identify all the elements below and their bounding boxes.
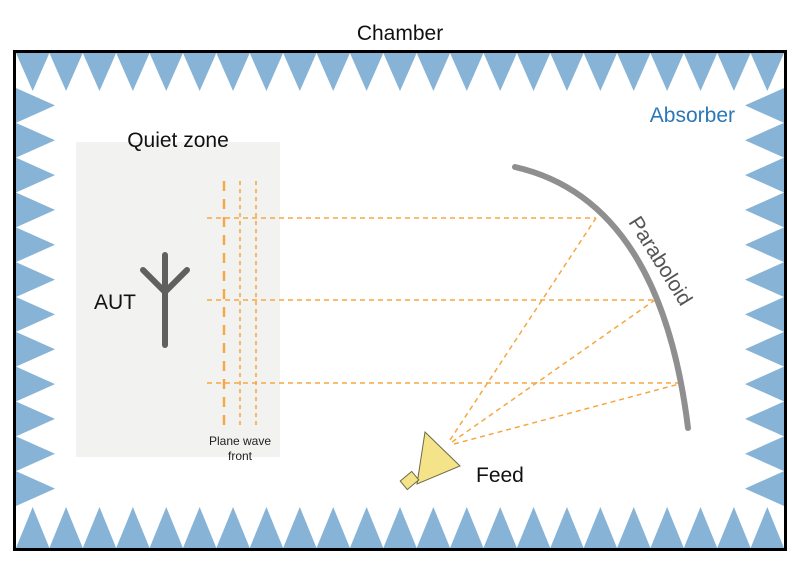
absorber-cone [416, 53, 451, 91]
absorber-cone [16, 366, 55, 402]
absorber-cone [149, 507, 183, 548]
absorber-cone [249, 507, 284, 548]
absorber-cone [450, 53, 484, 91]
plane-wave-front [222, 181, 257, 428]
absorber-cone [745, 192, 784, 228]
absorber-cone [745, 157, 784, 193]
feed-label: Feed [476, 464, 524, 487]
absorber-cone [182, 53, 217, 91]
absorber-cone [745, 88, 784, 123]
quiet-zone-label: Quiet zone [127, 129, 229, 152]
absorber-cone [16, 401, 55, 437]
absorber-cone [349, 53, 384, 91]
absorber-cone [16, 507, 50, 548]
absorber-cone [450, 507, 484, 548]
absorber-cone [683, 53, 718, 91]
absorber-cone [650, 507, 684, 548]
absorber-cone [745, 297, 784, 332]
absorber-top [16, 53, 784, 91]
absorber-cone [82, 53, 117, 91]
absorber-cone [16, 157, 55, 193]
absorber-cone [49, 53, 83, 91]
absorber-cone [750, 53, 784, 91]
absorber-cone [383, 53, 417, 91]
absorber-cone [717, 507, 751, 548]
absorber-cone [16, 436, 55, 472]
absorber-right [745, 88, 784, 506]
absorber-cone [617, 507, 651, 548]
absorber-cone [182, 507, 217, 548]
absorber-cone [16, 122, 55, 158]
absorber-cone [116, 53, 150, 91]
absorber-cone [683, 507, 718, 548]
absorber-cone [16, 297, 55, 332]
absorber-left [16, 88, 55, 506]
absorber-cone [16, 262, 55, 297]
absorber-cone [745, 471, 784, 506]
absorber-cone [750, 507, 784, 548]
rays [207, 217, 684, 445]
absorber-cone [16, 471, 55, 506]
absorber-cone [216, 53, 250, 91]
absorber-cone [745, 366, 784, 402]
absorber-cone [583, 507, 618, 548]
absorber-cone [16, 192, 55, 228]
paraboloid-reflector [512, 164, 691, 431]
absorber-cone [745, 122, 784, 158]
absorber-cone [49, 507, 83, 548]
chamber-label: Chamber [357, 22, 443, 45]
absorber-bottom [16, 507, 784, 548]
absorber-cone [82, 507, 117, 548]
absorber-cone [650, 53, 684, 91]
absorber-cone [149, 53, 183, 91]
absorber-cone [283, 53, 317, 91]
absorber-cone [717, 53, 751, 91]
absorber-cone [745, 331, 784, 367]
absorber-cone [16, 53, 50, 91]
absorber-cone [617, 53, 651, 91]
absorber-cone [16, 88, 55, 123]
plane-wave-label-line2: front [228, 449, 253, 463]
antenna-icon [140, 252, 190, 348]
absorber-cone [483, 507, 517, 548]
plane-wave-label-line1: Plane wave [209, 434, 271, 448]
absorber-label: Absorber [650, 104, 735, 127]
absorber-cone [745, 401, 784, 437]
absorber-cone [416, 507, 451, 548]
absorber-cone [349, 507, 384, 548]
aut-label: AUT [94, 291, 136, 314]
absorber-cone [16, 331, 55, 367]
feed-horn-icon [399, 430, 461, 491]
absorber-cone [283, 507, 317, 548]
absorber-cone [483, 53, 517, 91]
ray-feed-2 [451, 299, 656, 443]
absorber-cone [583, 53, 618, 91]
absorber-cone [550, 507, 584, 548]
paraboloid-label: Paraboloid [624, 212, 697, 309]
absorber-cone [216, 507, 250, 548]
absorber-cone [745, 436, 784, 472]
absorber-cone [516, 507, 551, 548]
ray-feed-3 [453, 382, 684, 445]
absorber-cone [516, 53, 551, 91]
ray-feed-1 [449, 217, 597, 441]
absorber-cone [116, 507, 150, 548]
chamber-wall [13, 50, 787, 551]
absorber-cone [316, 53, 350, 91]
absorber-cone [745, 262, 784, 297]
absorber-cone [249, 53, 284, 91]
absorber-cone [745, 227, 784, 263]
absorber-cone [383, 507, 417, 548]
absorber-cone [550, 53, 584, 91]
absorber-cone [316, 507, 350, 548]
absorber-cone [16, 227, 55, 263]
